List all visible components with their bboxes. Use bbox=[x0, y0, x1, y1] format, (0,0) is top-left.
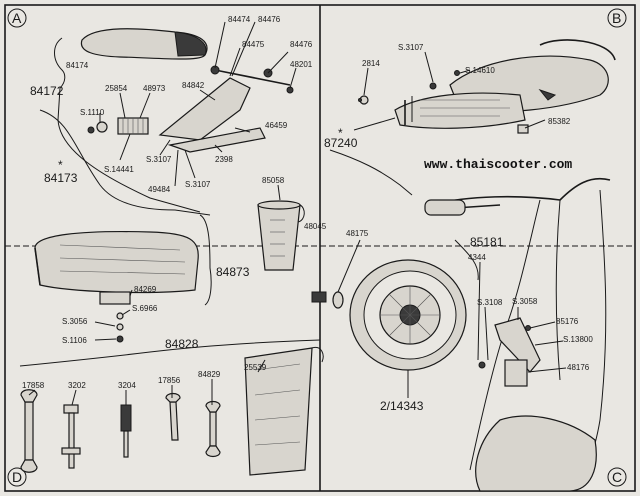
part-label: 84842 bbox=[182, 81, 205, 90]
part-label: 48176 bbox=[567, 363, 590, 372]
site-watermark: www.thaiscooter.com bbox=[424, 157, 572, 172]
svg-text:A: A bbox=[12, 10, 22, 26]
part-label: 17856 bbox=[158, 376, 181, 385]
measuring-cup-illustration: 85058 bbox=[257, 176, 305, 271]
quadrant-a-marker: A bbox=[7, 8, 27, 28]
part-label-star: * bbox=[58, 158, 63, 172]
svg-text:D: D bbox=[12, 469, 22, 485]
part-label: S.6966 bbox=[132, 304, 158, 313]
part-label: S.3107 bbox=[398, 43, 424, 52]
part-label: 84474 bbox=[228, 15, 251, 24]
part-label: 48201 bbox=[290, 60, 313, 69]
svg-text:C: C bbox=[612, 469, 622, 485]
part-label: 4344 bbox=[468, 253, 486, 262]
tool-roll-illustration bbox=[244, 347, 313, 476]
part-label: S.13800 bbox=[563, 335, 593, 344]
part-label: 2814 bbox=[362, 59, 380, 68]
part-label: 84172 bbox=[30, 84, 64, 98]
quadrant-b-marker: B bbox=[607, 8, 627, 28]
part-label: 48045 bbox=[304, 222, 327, 231]
part-label: S.3058 bbox=[512, 297, 538, 306]
part-label: 3202 bbox=[68, 381, 86, 390]
part-label: 17858 bbox=[22, 381, 45, 390]
part-label: 46459 bbox=[265, 121, 288, 130]
quadrant-c-drawing: 48045 48175 85181 4344 S.3108 S.3058 851… bbox=[304, 178, 611, 492]
quadrant-c-marker: C bbox=[607, 467, 627, 487]
part-label: S.14610 bbox=[465, 66, 495, 75]
part-label: 85382 bbox=[548, 117, 571, 126]
part-label: 84174 bbox=[66, 61, 89, 70]
t-spanner-illustration bbox=[61, 404, 81, 469]
part-label: S.1110 bbox=[80, 108, 105, 117]
part-label: 84475 bbox=[242, 40, 265, 49]
part-label: 85176 bbox=[556, 317, 579, 326]
part-label: S.3108 bbox=[477, 298, 503, 307]
part-label: 84173 bbox=[44, 171, 78, 185]
quadrant-a-drawing: 84474 84476 84475 84476 48201 84174 8417… bbox=[30, 15, 313, 216]
part-label: 84873 bbox=[216, 265, 250, 279]
part-label: 3204 bbox=[118, 381, 136, 390]
part-label: S.3107 bbox=[146, 155, 172, 164]
quadrant-d-drawing: 84828 17858 3202 3204 17856 84829 25539 bbox=[19, 337, 324, 476]
wheel-bracket-illustration bbox=[494, 317, 541, 373]
part-label: 84476 bbox=[258, 15, 281, 24]
quadrant-d-marker: D bbox=[7, 467, 27, 487]
part-label: S.3056 bbox=[62, 317, 88, 326]
part-label: 85181 bbox=[470, 235, 504, 249]
part-label: S.1106 bbox=[62, 336, 87, 345]
spring-illustration bbox=[117, 117, 149, 135]
part-label: 25854 bbox=[105, 84, 128, 93]
wrench-illustration bbox=[20, 389, 38, 473]
part-label: 49484 bbox=[148, 185, 171, 194]
part-label: 84829 bbox=[198, 370, 221, 379]
part-label: 48973 bbox=[143, 84, 166, 93]
part-label: 87240 bbox=[324, 136, 358, 150]
svg-text:B: B bbox=[612, 10, 621, 26]
part-label: 2398 bbox=[215, 155, 233, 164]
part-label: 25539 bbox=[244, 363, 267, 372]
part-label: S.3107 bbox=[185, 180, 211, 189]
quadrant-b-drawing: 2814 S.3107 S.14610 85382 * 87240 bbox=[324, 39, 616, 196]
part-label-star: * bbox=[338, 126, 343, 140]
bracket-illustration bbox=[158, 77, 251, 141]
small-spanner-illustration bbox=[165, 392, 181, 441]
part-label: 48175 bbox=[346, 229, 369, 238]
part-label: S.14441 bbox=[104, 165, 134, 174]
part-label: 84828 bbox=[165, 337, 199, 351]
part-label: 84269 bbox=[134, 285, 157, 294]
part-label: 84476 bbox=[290, 40, 313, 49]
tool-box-illustration: 84873 84269 S.6966 S.3056 S.1106 bbox=[34, 214, 250, 345]
part-label: 85058 bbox=[262, 176, 285, 185]
spanner-illustration bbox=[205, 400, 221, 458]
part-label: 2/14343 bbox=[380, 399, 424, 413]
spare-wheel-illustration bbox=[349, 259, 467, 371]
screwdriver-illustration bbox=[120, 404, 132, 458]
handlebar-grip-illustration bbox=[424, 199, 466, 216]
